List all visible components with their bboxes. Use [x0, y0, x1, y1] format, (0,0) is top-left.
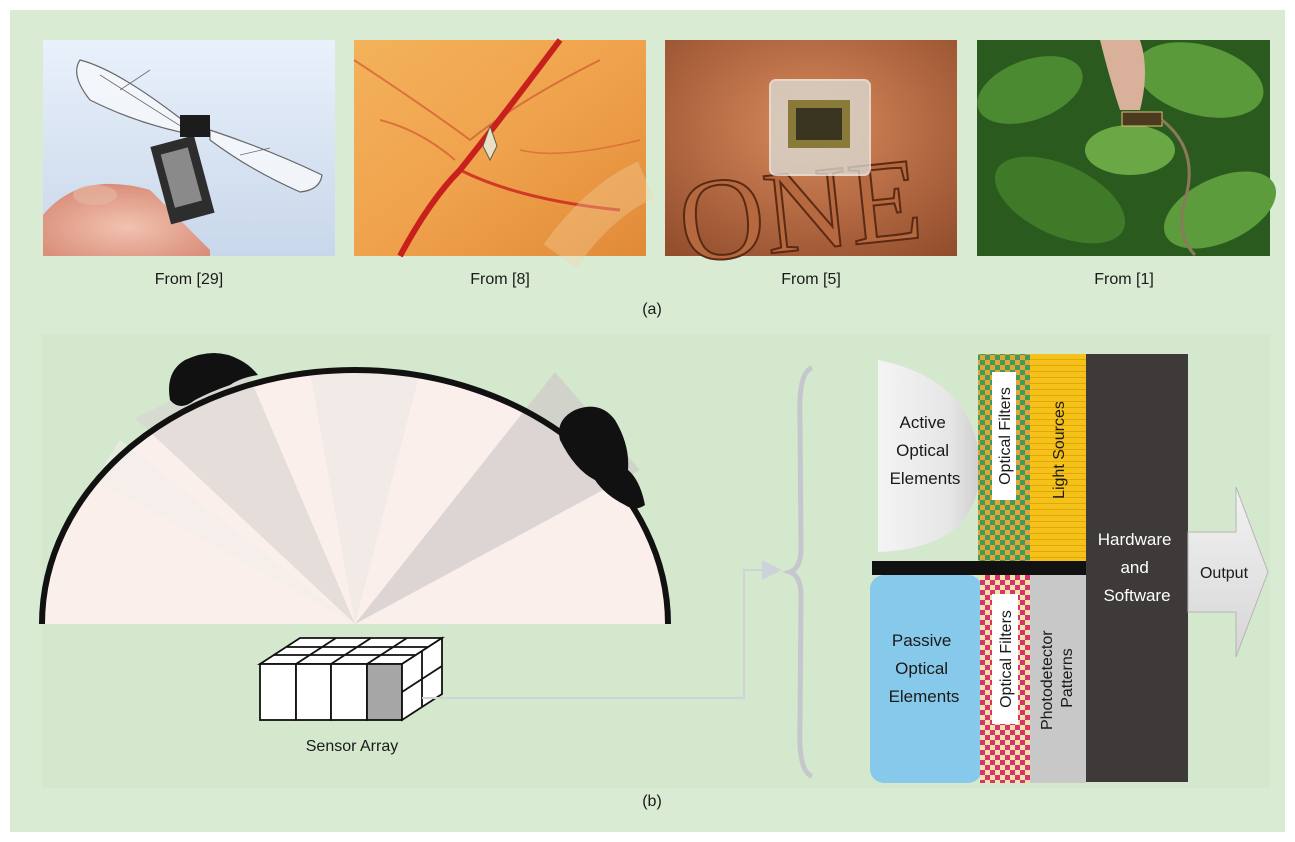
svg-text:Passive Optical: Passive Optical Elements	[889, 631, 960, 706]
light-sources: Light Sources	[1030, 354, 1086, 564]
photo-egg-vessel	[354, 40, 646, 256]
block-divider	[872, 561, 1088, 575]
optical-filters-top-label: Optical Filters	[997, 387, 1014, 485]
photo-insect-robot	[43, 40, 335, 256]
photo-leaf-sensor	[968, 29, 1288, 264]
passive-optical-elements: Passive Optical Elements	[870, 575, 982, 783]
optical-filters-bottom: Optical Filters	[980, 575, 1030, 783]
caption-photo-4: From [1]	[1094, 271, 1154, 288]
sensor-array-label: Sensor Array	[306, 738, 398, 755]
photodetector-patterns: Photodetector Patterns	[1030, 575, 1086, 783]
output-label: Output	[1200, 565, 1249, 582]
sensor-array[interactable]	[260, 638, 442, 720]
panel-b-label: (b)	[642, 793, 662, 810]
panel-a-label: (a)	[642, 301, 662, 318]
caption-photo-1: From [29]	[155, 271, 223, 288]
optical-filters-bottom-label: Optical Filters	[998, 610, 1015, 708]
photo-coin-sensor: ONE	[665, 40, 957, 288]
hardware-software: Hardware and Software	[1086, 354, 1188, 782]
svg-text:Active Optical: Active Optical Elements	[890, 413, 961, 488]
light-sources-label: Light Sources	[1051, 401, 1068, 499]
caption-photo-3: From [5]	[781, 271, 841, 288]
optical-filters-top: Optical Filters	[978, 354, 1030, 564]
caption-photo-2: From [8]	[470, 271, 530, 288]
